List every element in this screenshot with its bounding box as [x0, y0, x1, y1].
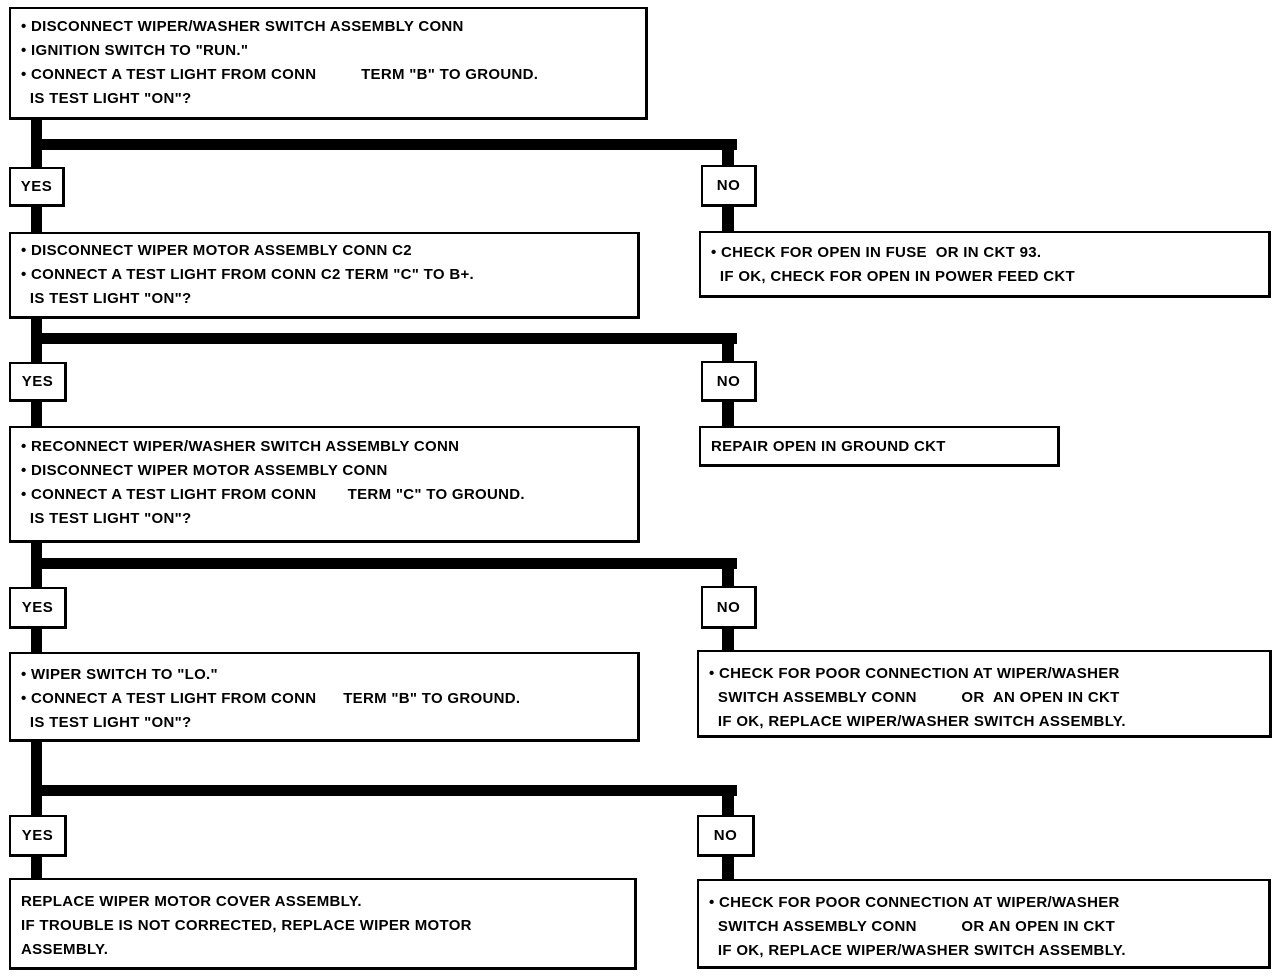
question-2-line-3: IS TEST LIGHT "ON"?	[21, 290, 192, 307]
connector-no-drop-2	[722, 333, 734, 363]
no-result-1-line-1: • CHECK FOR OPEN IN FUSE OR IN CKT 93.	[711, 244, 1042, 261]
question-3-line-2: • DISCONNECT WIPER MOTOR ASSEMBLY CONN	[21, 462, 388, 479]
final-yes-line-1: REPLACE WIPER MOTOR COVER ASSEMBLY.	[21, 893, 362, 910]
question-box-4: • WIPER SWITCH TO "LO." • CONNECT A TEST…	[9, 652, 640, 742]
final-yes-box: REPLACE WIPER MOTOR COVER ASSEMBLY. IF T…	[9, 878, 637, 970]
question-1-line-3: • CONNECT A TEST LIGHT FROM CONN TERM "B…	[21, 66, 539, 83]
question-3-line-3: • CONNECT A TEST LIGHT FROM CONN TERM "C…	[21, 486, 525, 503]
question-box-3: • RECONNECT WIPER/WASHER SWITCH ASSEMBLY…	[9, 426, 640, 543]
no-result-4-line-1: • CHECK FOR POOR CONNECTION AT WIPER/WAS…	[709, 894, 1120, 911]
connector-stem-4	[31, 740, 42, 818]
question-1-line-1: • DISCONNECT WIPER/WASHER SWITCH ASSEMBL…	[21, 18, 464, 35]
question-1-line-4: IS TEST LIGHT "ON"?	[21, 90, 192, 107]
no-result-4-line-3: IF OK, REPLACE WIPER/WASHER SWITCH ASSEM…	[709, 942, 1126, 959]
connector-yes-down-4	[31, 854, 42, 881]
question-3-line-1: • RECONNECT WIPER/WASHER SWITCH ASSEMBLY…	[21, 438, 460, 455]
question-box-1: • DISCONNECT WIPER/WASHER SWITCH ASSEMBL…	[9, 7, 648, 120]
no-result-3-line-1: • CHECK FOR POOR CONNECTION AT WIPER/WAS…	[709, 665, 1120, 682]
no-result-box-1: • CHECK FOR OPEN IN FUSE OR IN CKT 93. I…	[699, 231, 1271, 298]
yes-label-4: YES	[9, 815, 67, 857]
connector-branch-2	[31, 333, 737, 344]
no-result-box-3: • CHECK FOR POOR CONNECTION AT WIPER/WAS…	[697, 650, 1272, 738]
question-2-line-2: • CONNECT A TEST LIGHT FROM CONN C2 TERM…	[21, 266, 474, 283]
no-result-4-line-2: SWITCH ASSEMBLY CONN OR AN OPEN IN CKT	[709, 918, 1116, 935]
no-result-2-line-1: REPAIR OPEN IN GROUND CKT	[711, 438, 946, 455]
connector-branch-4	[31, 785, 737, 796]
question-3-line-4: IS TEST LIGHT "ON"?	[21, 510, 192, 527]
no-result-3-line-2: SWITCH ASSEMBLY CONN OR AN OPEN IN CKT	[709, 689, 1120, 706]
no-label-2: NO	[701, 361, 757, 402]
connector-yes-down-3	[31, 626, 42, 654]
no-label-4: NO	[697, 815, 755, 857]
connector-no-down-3	[722, 626, 734, 652]
yes-label-2: YES	[9, 362, 67, 402]
connector-yes-down-1	[31, 205, 42, 235]
connector-no-down-1	[722, 205, 734, 233]
question-4-line-1: • WIPER SWITCH TO "LO."	[21, 666, 218, 683]
no-result-1-line-2: IF OK, CHECK FOR OPEN IN POWER FEED CKT	[711, 268, 1075, 285]
no-label-3: NO	[701, 586, 757, 629]
connector-no-down-2	[722, 399, 734, 429]
yes-label-3: YES	[9, 587, 67, 629]
no-result-box-2: REPAIR OPEN IN GROUND CKT	[699, 426, 1060, 467]
connector-no-drop-1	[722, 139, 734, 167]
question-box-2: • DISCONNECT WIPER MOTOR ASSEMBLY CONN C…	[9, 232, 640, 319]
question-1-line-2: • IGNITION SWITCH TO "RUN."	[21, 42, 249, 59]
no-label-1: NO	[701, 165, 757, 207]
question-4-line-3: IS TEST LIGHT "ON"?	[21, 714, 192, 731]
no-result-3-line-3: IF OK, REPLACE WIPER/WASHER SWITCH ASSEM…	[709, 713, 1126, 730]
connector-no-drop-4	[722, 785, 734, 818]
question-2-line-1: • DISCONNECT WIPER MOTOR ASSEMBLY CONN C…	[21, 242, 412, 259]
connector-branch-3	[31, 558, 737, 569]
no-result-box-4: • CHECK FOR POOR CONNECTION AT WIPER/WAS…	[697, 879, 1271, 969]
connector-yes-down-2	[31, 399, 42, 429]
final-yes-line-3: ASSEMBLY.	[21, 941, 109, 958]
connector-no-down-4	[722, 854, 734, 881]
final-yes-line-2: IF TROUBLE IS NOT CORRECTED, REPLACE WIP…	[21, 917, 472, 934]
connector-branch-1	[31, 139, 737, 150]
question-4-line-2: • CONNECT A TEST LIGHT FROM CONN TERM "B…	[21, 690, 521, 707]
connector-no-drop-3	[722, 558, 734, 588]
yes-label-1: YES	[9, 167, 65, 207]
